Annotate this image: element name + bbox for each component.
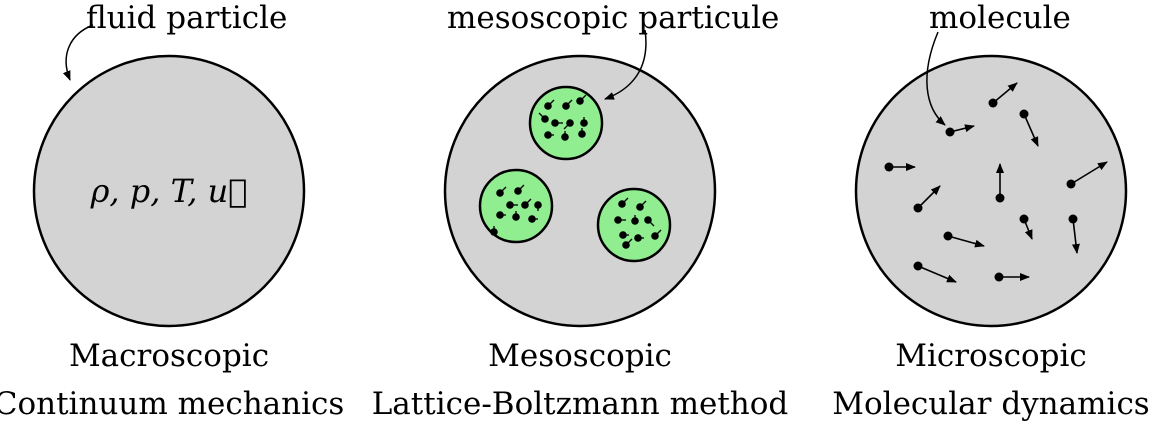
- sub-particle: [496, 211, 504, 219]
- molecule: [988, 82, 1018, 108]
- sub-particle: [541, 115, 549, 123]
- sub-particle: [618, 200, 626, 208]
- fluid-particle-pointer-arrow: [62, 24, 94, 81]
- sub-particle: [651, 232, 659, 240]
- sub-particle: [496, 189, 504, 197]
- fluid-particle-label: fluid particle: [86, 0, 287, 36]
- sub-particle: [562, 102, 570, 110]
- mesoscopic-particle: [528, 85, 604, 161]
- sub-particle: [576, 97, 584, 105]
- microscopic-panel: molecule Microscopic Molecular dynamics: [832, 0, 1149, 422]
- molecule-label: molecule: [929, 0, 1071, 36]
- fluid-domain-circle: [32, 54, 306, 328]
- sub-particle: [514, 187, 522, 195]
- sub-particle: [631, 217, 639, 225]
- microscopic-scale-label: Microscopic: [895, 338, 1087, 374]
- mesoscopic-scale-label: Mesoscopic: [488, 338, 672, 374]
- molecule: [913, 261, 957, 283]
- macroscopic-scale-label: Macroscopic: [69, 338, 269, 374]
- molecule: [1066, 161, 1108, 189]
- mesoscopic-particle: [478, 168, 554, 244]
- molecule: [943, 231, 985, 248]
- mesoscopic-particle-pointer-arrow: [604, 29, 647, 100]
- molecule: [945, 124, 975, 137]
- sub-particle: [506, 201, 514, 209]
- macroscopic-panel: fluid particle ρ, p, T, u⃗ Macroscopic C…: [0, 0, 344, 422]
- sub-particle: [634, 234, 642, 242]
- sub-particle: [490, 228, 498, 236]
- molecule-pointer-arrow: [926, 31, 946, 126]
- sub-particle: [622, 241, 630, 249]
- molecule: [995, 163, 1005, 203]
- sub-particle: [528, 215, 536, 223]
- sub-particle: [644, 216, 652, 224]
- sub-particle: [619, 231, 627, 239]
- molecule: [1068, 214, 1080, 254]
- micro-domain-circle: [854, 54, 1128, 328]
- molecule: [1019, 109, 1039, 147]
- sub-particle: [566, 119, 574, 127]
- sub-particle: [636, 203, 644, 211]
- sub-particle: [580, 119, 588, 127]
- lattice-boltzmann-label: Lattice-Boltzmann method: [372, 386, 789, 422]
- molecule: [994, 272, 1030, 282]
- mesoscopic-particle-label: mesoscopic particule: [447, 0, 779, 36]
- mesoscopic-particle: [596, 187, 672, 263]
- molecule: [1019, 214, 1033, 240]
- molecules: [884, 82, 1108, 283]
- continuum-mechanics-label: Continuum mechanics: [0, 386, 344, 422]
- sub-particle: [521, 201, 529, 209]
- molecule: [884, 162, 916, 172]
- sub-particle: [544, 102, 552, 110]
- molecule: [913, 185, 941, 213]
- meso-clusters: [478, 85, 672, 263]
- sub-particle: [544, 131, 552, 139]
- sub-particle: [534, 201, 542, 209]
- mesoscopic-panel: mesoscopic particule Mesoscopic Lattice-…: [372, 0, 789, 422]
- sub-particle: [512, 213, 520, 221]
- sub-particle: [614, 216, 622, 224]
- sub-particle: [551, 119, 559, 127]
- molecular-dynamics-label: Molecular dynamics: [832, 386, 1149, 422]
- sub-particle: [578, 130, 586, 138]
- state-variables-formula: ρ, p, T, u⃗: [90, 172, 248, 210]
- sub-particle: [561, 133, 569, 141]
